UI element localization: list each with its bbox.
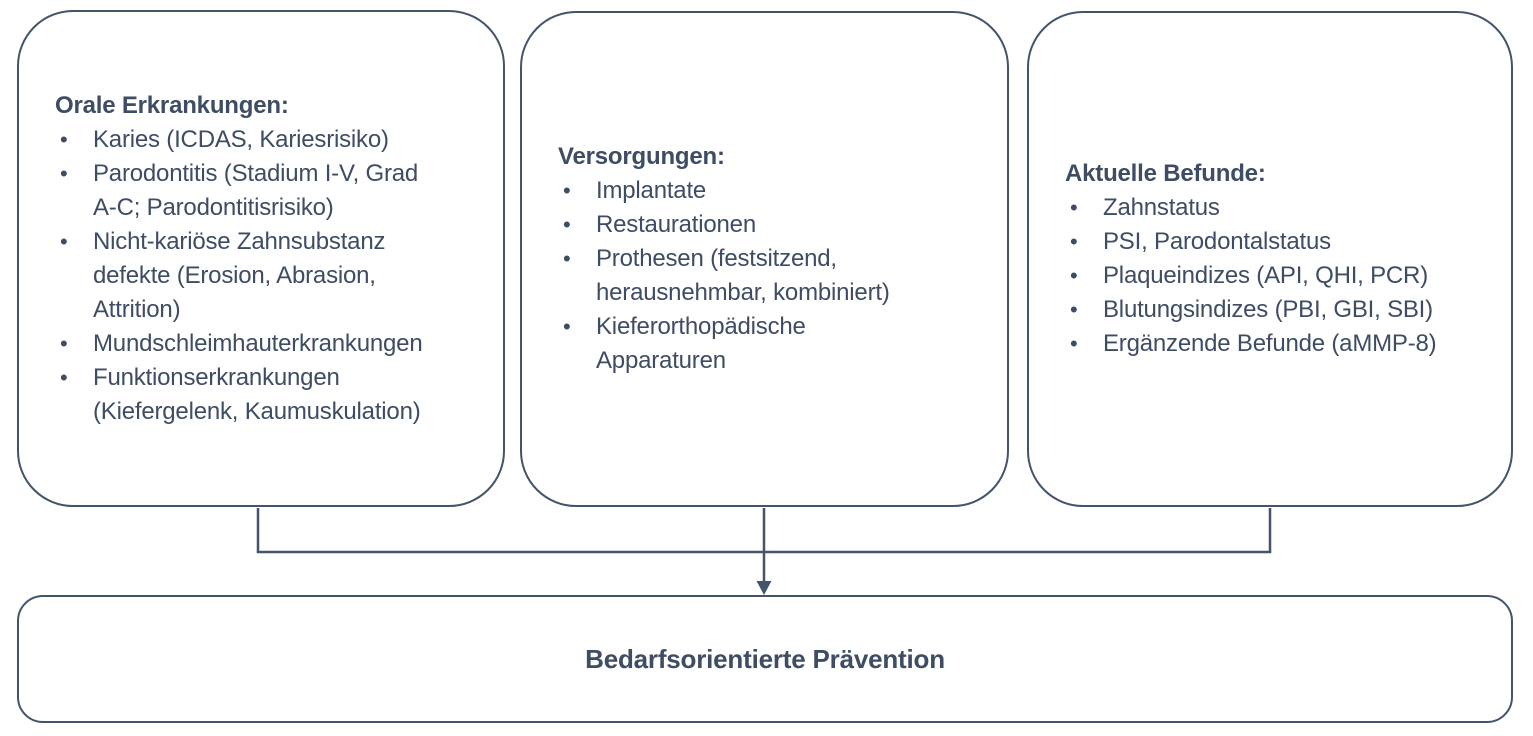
list-item: Kieferorthopädische Apparaturen — [558, 310, 997, 378]
list-item: Ergänzende Befunde (aMMP-8) — [1065, 327, 1501, 361]
list-item: PSI, Parodontalstatus — [1065, 225, 1501, 259]
list-item: Zahnstatus — [1065, 191, 1501, 225]
result-label: Bedarfsorientierte Prävention — [585, 643, 945, 674]
list-item: Karies (ICDAS, Kariesrisiko) — [55, 123, 493, 157]
box-bedarfsorientierte-praevention: Bedarfsorientierte Prävention — [17, 595, 1513, 723]
box-heading: Orale Erkrankungen: — [55, 91, 289, 119]
list-item: Funktionserkrankungen (Kiefergelenk, Kau… — [55, 361, 493, 429]
list-item: Restaurationen — [558, 208, 997, 242]
arrowhead-down-icon — [756, 581, 772, 595]
bullet-list: Zahnstatus PSI, Parodontalstatus Plaquei… — [1065, 191, 1501, 361]
box-heading: Versorgungen: — [558, 143, 725, 170]
list-item: Implantate — [558, 174, 997, 208]
list-item: Blutungsindizes (PBI, GBI, SBI) — [1065, 293, 1501, 327]
list-item: Nicht-kariöse Zahnsubstanz defekte (Eros… — [55, 225, 493, 327]
box-aktuelle-befunde: Aktuelle Befunde: Zahnstatus PSI, Parodo… — [1027, 11, 1513, 507]
box-heading: Aktuelle Befunde: — [1065, 160, 1266, 187]
list-item: Plaqueindizes (API, QHI, PCR) — [1065, 259, 1501, 293]
list-item: Parodontitis (Stadium I-V, Grad A-C; Par… — [55, 157, 493, 225]
list-item: Prothesen (festsitzend, herausnehmbar, k… — [558, 242, 997, 310]
bullet-list: Karies (ICDAS, Kariesrisiko) Parodontiti… — [55, 123, 493, 429]
box-versorgungen: Versorgungen: Implantate Restaurationen … — [520, 11, 1009, 507]
list-item: Mundschleimhauterkrankungen — [55, 327, 493, 361]
bullet-list: Implantate Restaurationen Prothesen (fes… — [558, 174, 997, 378]
box-orale-erkrankungen: Orale Erkrankungen: Karies (ICDAS, Karie… — [17, 10, 505, 507]
